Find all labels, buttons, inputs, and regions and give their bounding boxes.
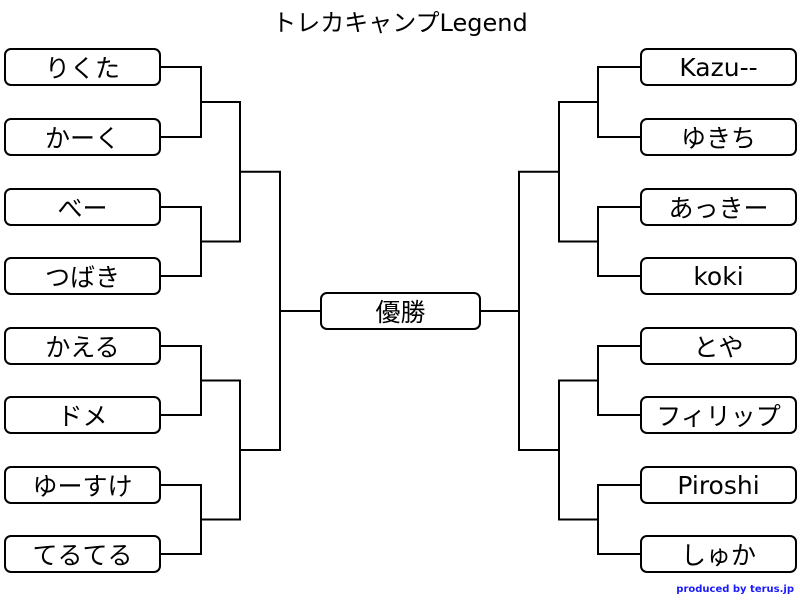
bracket-line <box>597 206 640 277</box>
player-name: とや <box>693 333 744 362</box>
player-name: あっきー <box>668 194 769 223</box>
bracket-line <box>240 170 281 451</box>
player-name: かーく <box>44 124 120 153</box>
player-name: しゅか <box>680 541 756 570</box>
champion-box: 優勝 <box>320 292 481 330</box>
bracket-line <box>201 101 241 243</box>
left-player-box: ゆーすけ <box>4 466 161 504</box>
tournament-title: トレカキャンプLegend <box>272 9 528 37</box>
footer-credit[interactable]: produced by terus.jp <box>676 584 794 595</box>
player-name: koki <box>693 261 744 291</box>
player-name: りくた <box>44 54 120 83</box>
right-player-box: koki <box>640 257 797 295</box>
bracket-line <box>160 345 202 416</box>
left-player-box: かーく <box>4 118 161 156</box>
player-name: べー <box>57 194 108 223</box>
bracket-line <box>160 484 202 555</box>
bracket-line <box>558 101 598 243</box>
right-player-box: あっきー <box>640 188 797 226</box>
left-player-box: べー <box>4 188 161 226</box>
left-player-box: かえる <box>4 327 161 365</box>
right-player-box: Piroshi <box>640 466 797 504</box>
player-name: つばき <box>44 263 120 292</box>
bracket-line <box>597 66 640 138</box>
left-player-box: てるてる <box>4 535 161 573</box>
player-name: ゆきち <box>680 124 756 153</box>
bracket-line <box>160 206 202 277</box>
player-name: フィリップ <box>656 402 781 431</box>
bracket-line <box>201 379 241 521</box>
bracket-line <box>597 484 640 555</box>
bracket-line <box>160 66 202 138</box>
player-name: ゆーすけ <box>32 472 133 501</box>
right-player-box: Kazu-- <box>640 48 797 86</box>
player-name: Piroshi <box>677 470 760 500</box>
player-name: Kazu-- <box>679 52 758 82</box>
bracket-line <box>518 170 559 451</box>
champion-label: 優勝 <box>375 298 426 327</box>
right-player-box: しゅか <box>640 535 797 573</box>
right-player-box: とや <box>640 327 797 365</box>
bracket-line <box>597 345 640 416</box>
left-player-box: つばき <box>4 257 161 295</box>
player-name: ドメ <box>57 402 108 431</box>
player-name: てるてる <box>32 541 133 570</box>
right-player-box: フィリップ <box>640 396 797 434</box>
player-name: かえる <box>45 333 120 362</box>
left-player-box: ドメ <box>4 396 161 434</box>
right-player-box: ゆきち <box>640 118 797 156</box>
left-player-box: りくた <box>4 48 161 86</box>
bracket-line <box>558 379 598 521</box>
